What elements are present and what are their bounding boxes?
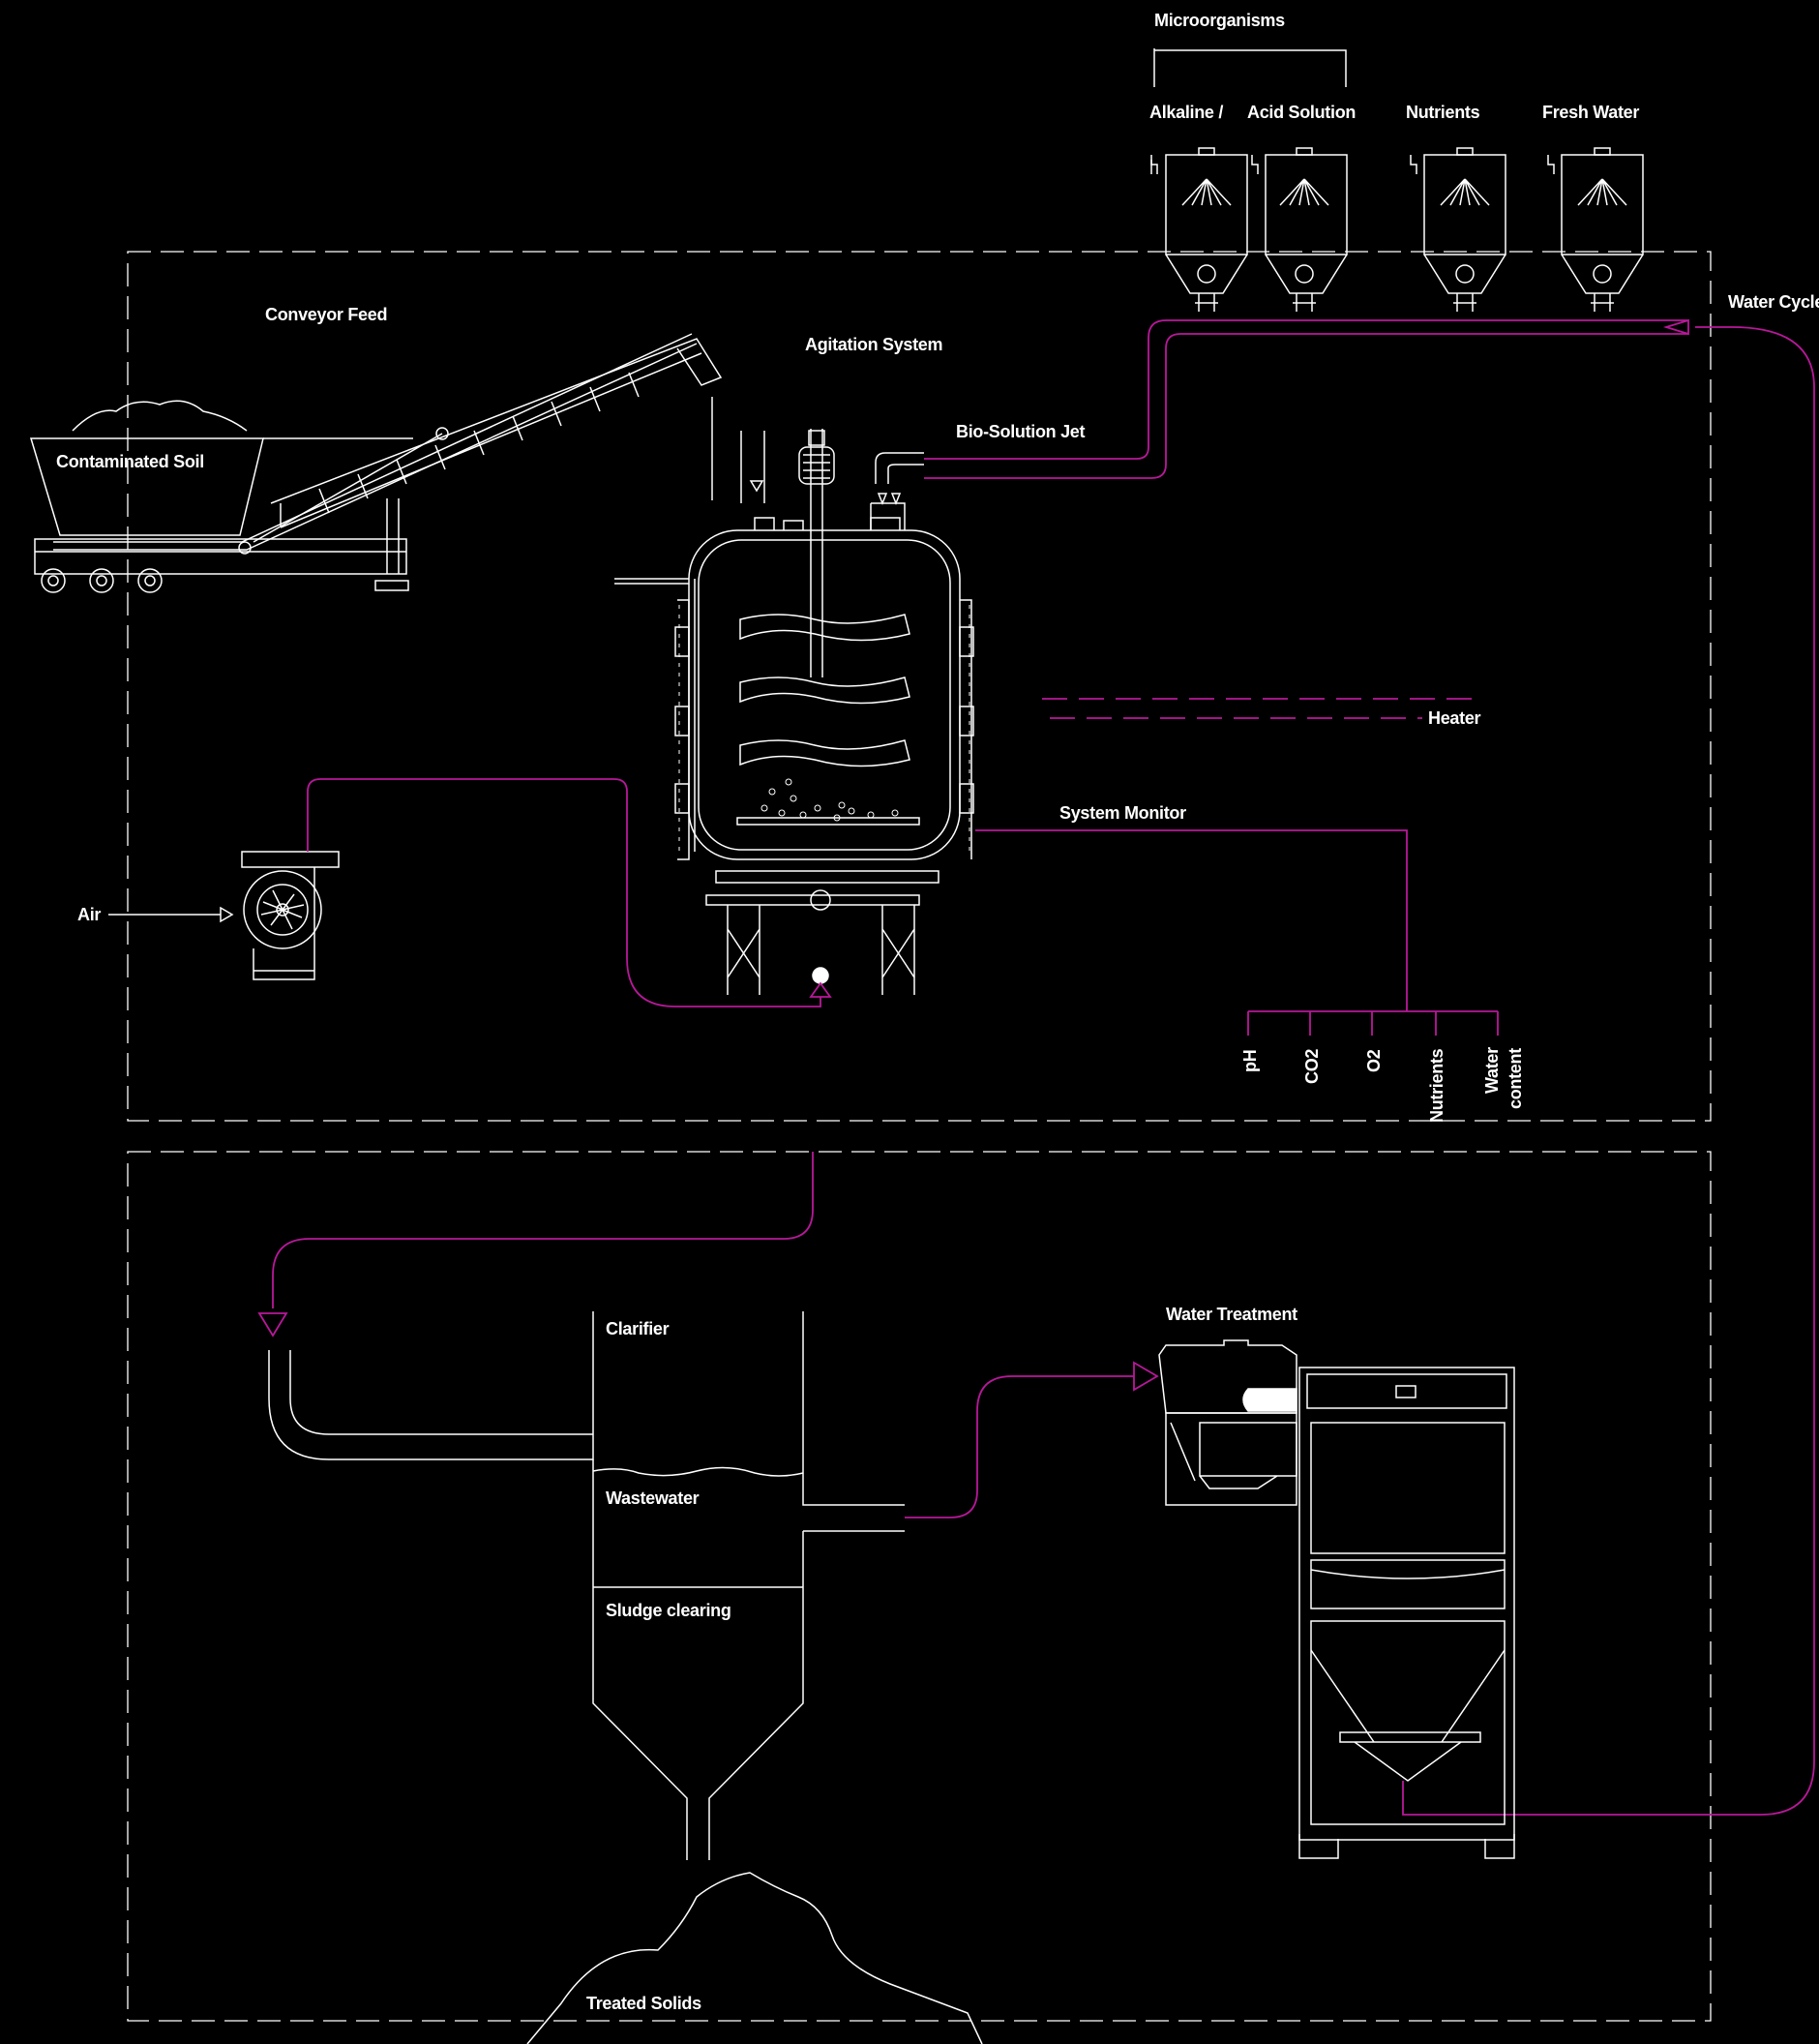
system-monitor-lines: [975, 830, 1498, 1036]
treatment-zone-boundary: [128, 1152, 1711, 2021]
contaminated-soil-hopper: [31, 401, 408, 592]
air-inlet-arrow: [108, 908, 232, 921]
water-cycle-label: Water Cycle: [1728, 292, 1819, 312]
conveyor-feed-label: Conveyor Feed: [265, 305, 387, 324]
system-monitor-label: System Monitor: [1059, 803, 1186, 823]
microorganisms-bracket: [1154, 48, 1346, 87]
sludge-clearing-label: Sludge clearing: [606, 1601, 731, 1620]
bio-solution-jet-nozzle: [871, 453, 924, 530]
clarifier: [269, 1311, 905, 1860]
contaminated-soil-label: Contaminated Soil: [56, 452, 204, 471]
agitation-motor: [799, 429, 834, 677]
air-label: Air: [77, 905, 101, 924]
heater-lines: [1042, 699, 1482, 718]
monitor-content-label: content: [1506, 1048, 1525, 1109]
air-inlet-arrow: [811, 983, 830, 997]
bio-solution-jet-label: Bio-Solution Jet: [956, 422, 1085, 441]
monitor-co2-label: CO2: [1302, 1049, 1322, 1084]
water-treatment-unit: [1159, 1340, 1514, 1858]
microorganisms-label: Microorganisms: [1154, 11, 1285, 30]
heater-label: Heater: [1428, 708, 1481, 728]
alkaline-label: Alkaline /: [1149, 103, 1223, 122]
tank-nutrients: [1411, 148, 1506, 312]
monitor-nutrients-label: Nutrients: [1427, 1048, 1446, 1123]
monitor-o2-label: O2: [1364, 1049, 1384, 1072]
reactor-heating-coils: [679, 605, 969, 852]
nutrients-tank-label: Nutrients: [1406, 103, 1480, 122]
reactor-zone-boundary: [128, 252, 1711, 1121]
fresh-water-label: Fresh Water: [1542, 103, 1639, 122]
air-blower: [242, 852, 339, 979]
reactor-vessel: [614, 397, 973, 995]
clarifier-label: Clarifier: [606, 1319, 670, 1338]
reactor-outflow-line: [259, 1152, 813, 1336]
monitor-water-label: Water: [1482, 1047, 1502, 1094]
treated-solids-pile: [527, 1873, 982, 2044]
aeration-bubbles: [761, 779, 898, 821]
acid-solution-label: Acid Solution: [1247, 103, 1356, 122]
tank-alkaline: [1151, 148, 1247, 312]
water-treatment-label: Water Treatment: [1166, 1305, 1297, 1324]
agitator-paddles: [740, 615, 910, 766]
wastewater-to-treatment-line: [905, 1363, 1157, 1518]
monitor-ph-label: pH: [1240, 1050, 1260, 1072]
agitation-system-label: Agitation System: [805, 335, 942, 354]
tank-acid: [1252, 148, 1347, 312]
air-supply-line: [308, 779, 820, 1007]
wastewater-label: Wastewater: [606, 1488, 700, 1508]
treated-solids-label: Treated Solids: [586, 1994, 701, 2013]
tank-fresh-water: [1548, 148, 1643, 312]
